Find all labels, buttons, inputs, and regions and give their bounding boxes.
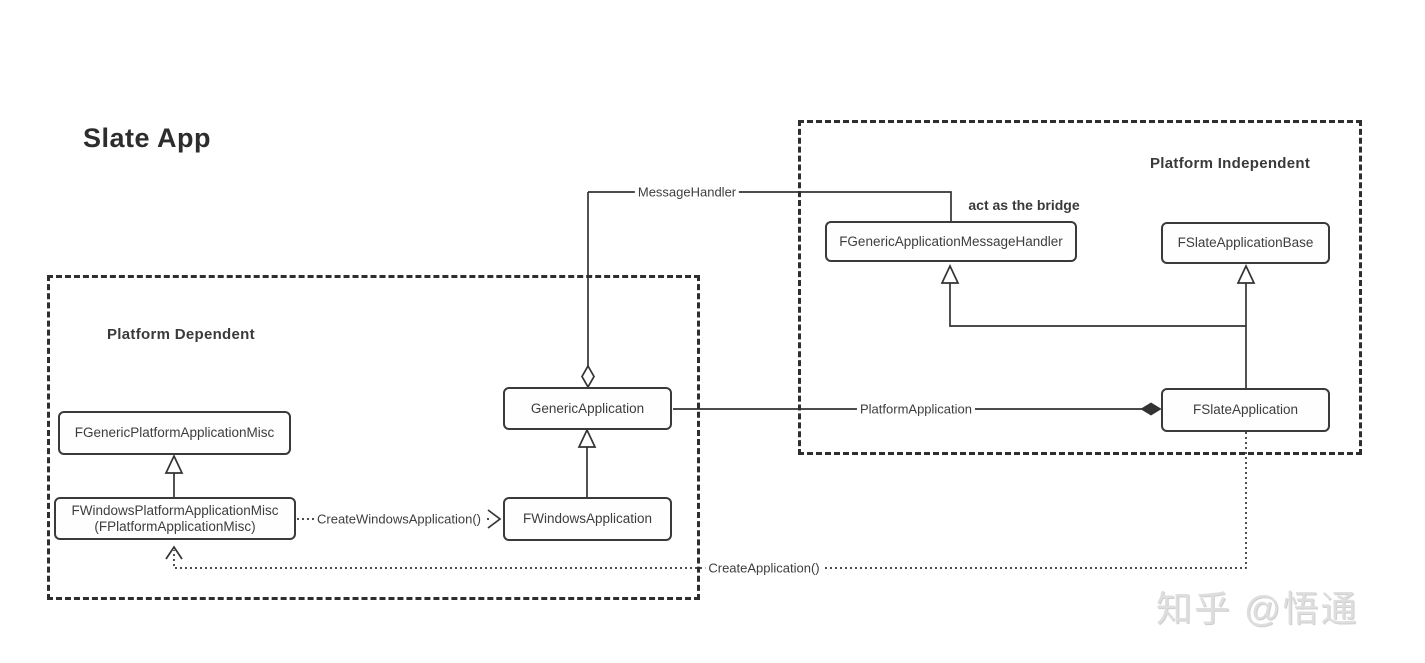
zhihu-watermark: 知乎 @悟通 (1156, 588, 1359, 629)
node-label: FWindowsPlatformApplicationMisc (71, 502, 279, 518)
node-label: FGenericApplicationMessageHandler (839, 233, 1063, 249)
node-fslateapplication: FSlateApplication (1161, 388, 1330, 432)
region-platform-independent (798, 120, 1362, 455)
edge-label-platformapplication: PlatformApplication (857, 401, 975, 417)
edge-label-createwindowsapplication: CreateWindowsApplication() (313, 511, 485, 527)
edge-label-messagehandler: MessageHandler (634, 184, 740, 200)
node-sublabel: (FPlatformApplicationMisc) (94, 518, 256, 534)
node-fgenericapplicationmessagehandler: FGenericApplicationMessageHandler (825, 221, 1077, 262)
region-platform-independent-label: Platform Independent (1150, 155, 1311, 172)
edge-label-createapplication: CreateApplication() (705, 560, 823, 576)
node-fslateapplicationbase: FSlateApplicationBase (1161, 222, 1330, 264)
node-label: FSlateApplicationBase (1177, 235, 1314, 250)
node-label: FWindowsApplication (522, 511, 653, 526)
node-fwindowsapplication: FWindowsApplication (503, 497, 672, 541)
node-genericapplication: GenericApplication (503, 387, 672, 430)
node-fgenericplatformapplicationmisc: FGenericPlatformApplicationMisc (58, 411, 291, 455)
node-label: FGenericPlatformApplicationMisc (74, 425, 275, 440)
page-title: Slate App (83, 123, 212, 153)
region-platform-dependent (47, 275, 700, 600)
edge-note-act-as-the-bridge: act as the bridge (968, 197, 1080, 213)
node-label: GenericApplication (530, 400, 645, 416)
node-fwindowsplatformapplicationmisc: FWindowsPlatformApplicationMisc (FPlatfo… (54, 497, 296, 540)
region-platform-dependent-label: Platform Dependent (107, 326, 255, 343)
node-label: FSlateApplication (1192, 402, 1299, 417)
